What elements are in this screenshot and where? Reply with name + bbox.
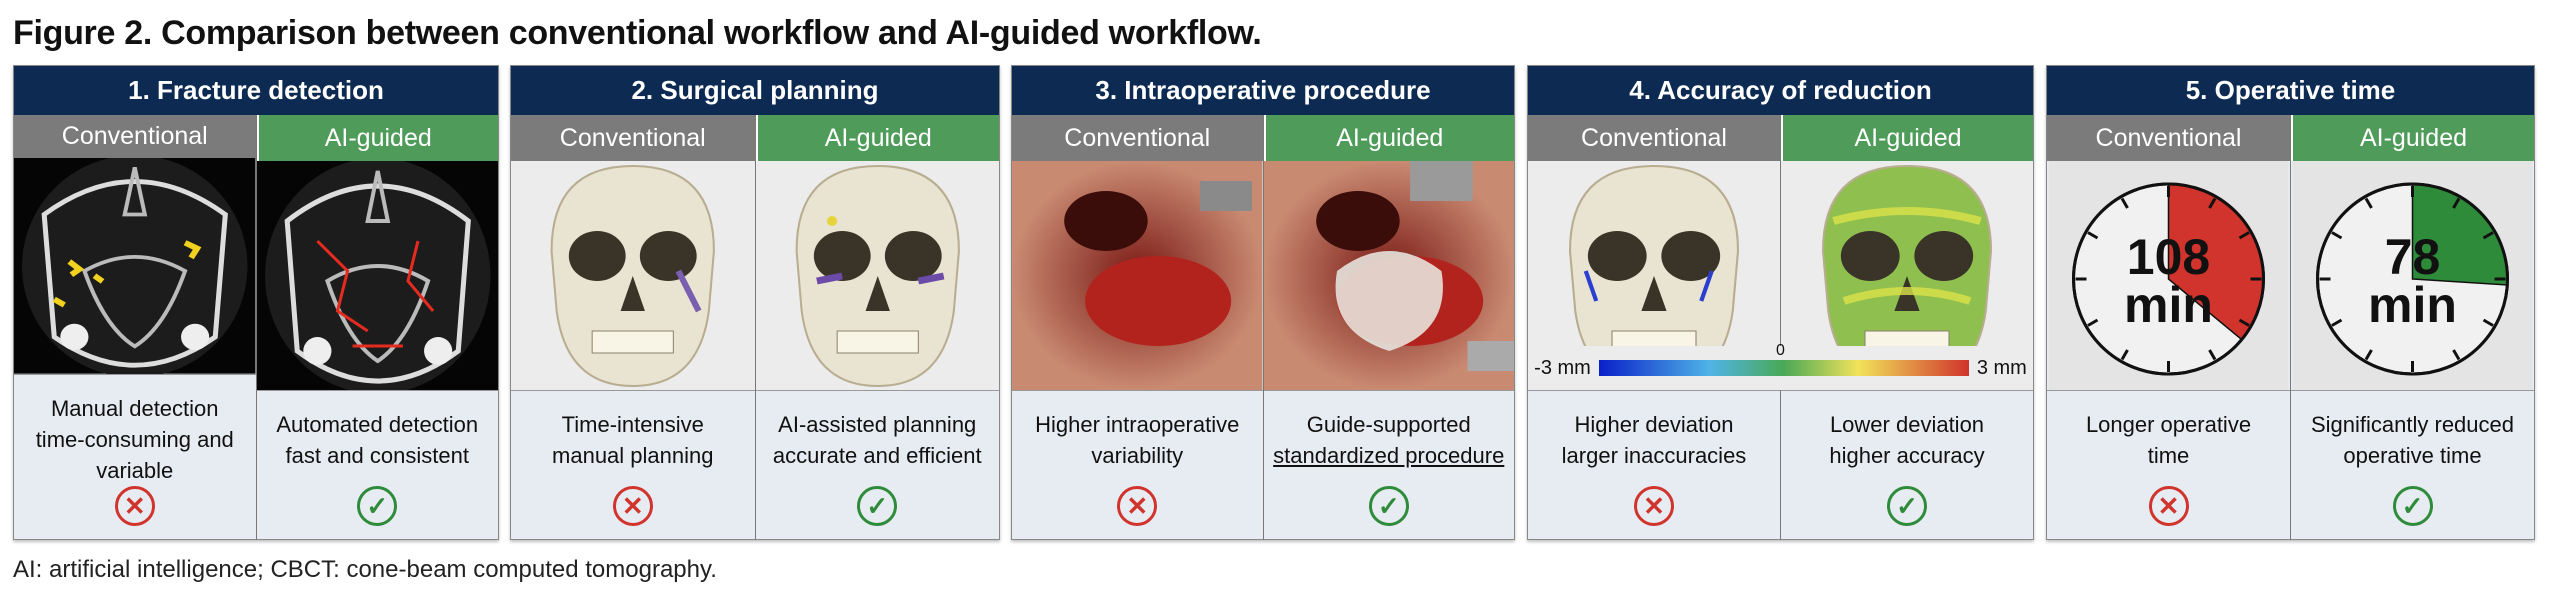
conventional-label: Conventional xyxy=(1012,115,1263,161)
check-circle-icon: ✓ xyxy=(357,486,398,526)
description-line: time-consuming and xyxy=(35,427,234,452)
conventional-label: Conventional xyxy=(511,115,755,161)
description-line: AI-assisted planning xyxy=(778,412,977,437)
description-line: Guide-supported xyxy=(1306,412,1471,437)
description-line: manual planning xyxy=(552,443,714,468)
scale-max: 3 mm xyxy=(1976,356,2027,379)
panel-title: 3. Intraoperative procedure xyxy=(1012,66,1514,115)
description-line: Longer operative xyxy=(2085,412,2252,437)
description-line: larger inaccuracies xyxy=(1561,443,1747,468)
description-line: standardized procedure xyxy=(1273,443,1505,468)
description-line: variable xyxy=(96,458,174,483)
conventional-label: Conventional xyxy=(14,115,256,159)
ai-guided-column: AI-guided AI-assisted planning accurate a… xyxy=(754,115,999,540)
conventional-column: Conventional Time-intensive manual planni… xyxy=(511,115,755,540)
ai-guided-column: AI-guided Guide-supported standardized pr… xyxy=(1262,115,1514,540)
outcome-description: Higher intraoperative variability ✕ xyxy=(1012,390,1263,540)
check-circle-icon: ✓ xyxy=(1887,486,1927,526)
check-circle-icon: ✓ xyxy=(2392,486,2433,526)
ai-guided-label: AI-guided xyxy=(1781,115,2033,161)
check-circle-icon: ✓ xyxy=(1368,486,1409,526)
outcome-description: Lower deviation higher accuracy ✓ xyxy=(1781,390,2033,540)
description-line: time xyxy=(2147,443,2190,468)
conventional-column: Conventional Manual detection time-consum… xyxy=(14,115,256,540)
cross-circle-icon: ✕ xyxy=(1117,486,1158,526)
panel-1: 1. Fracture detection Conventional Manua… xyxy=(13,65,499,540)
outcome-description: Manual detection time-consuming and variab… xyxy=(14,374,256,540)
ai-guided-label: AI-guided xyxy=(2291,115,2534,161)
conventional-illustration xyxy=(1012,161,1263,390)
figure-title: Figure 2. Comparison between conventiona… xyxy=(13,14,1262,52)
footnote: AI: artificial intelligence; CBCT: cone-… xyxy=(13,556,717,583)
panel-3: 3. Intraoperative procedure Conventional… xyxy=(1011,65,1515,540)
panel-title: 1. Fracture detection xyxy=(14,66,498,115)
check-circle-icon: ✓ xyxy=(857,486,898,526)
ai-guided-illustration xyxy=(755,161,999,390)
description-line: higher accuracy xyxy=(1829,443,1985,468)
panel-title: 2. Surgical planning xyxy=(511,66,999,115)
description-line: variability xyxy=(1091,443,1184,468)
ai-guided-column: AI-guided Automated detection fast and co… xyxy=(255,115,498,540)
ai-guided-illustration xyxy=(256,161,498,390)
conventional-illustration xyxy=(14,158,256,374)
outcome-description: Guide-supported standardized procedure ✓ xyxy=(1263,390,1514,540)
conventional-label: Conventional xyxy=(2047,115,2290,161)
description-line: fast and consistent xyxy=(285,443,469,468)
description-line: Automated detection xyxy=(276,412,479,437)
ai-guided-label: AI-guided xyxy=(755,115,999,161)
panel-4: 4. Accuracy of reduction Conventional Hi… xyxy=(1527,65,2034,540)
description-line: Higher deviation xyxy=(1574,412,1734,437)
panel-title: 5. Operative time xyxy=(2047,66,2534,115)
outcome-description: AI-assisted planning accurate and efficie… xyxy=(755,390,999,540)
ai-guided-illustration xyxy=(1263,161,1514,390)
conventional-column: Conventional Higher intraoperative variab… xyxy=(1012,115,1263,540)
conventional-label: Conventional xyxy=(1528,115,1780,161)
description-line: accurate and efficient xyxy=(772,443,982,468)
cross-circle-icon: ✕ xyxy=(612,486,653,526)
outcome-description: Automated detection fast and consistent ✓ xyxy=(256,390,498,540)
ai-guided-column: AI-guided Lower deviation higher accuracy… xyxy=(1780,115,2033,540)
outcome-description: Significantly reduced operative time ✓ xyxy=(2291,390,2534,540)
deviation-color-scale: -3 mm 3 mm 0 xyxy=(1528,342,2033,390)
conventional-column: Conventional Higher deviation larger inac… xyxy=(1528,115,1780,540)
scale-zero: 0 xyxy=(1776,342,1785,359)
panel-title: 4. Accuracy of reduction xyxy=(1528,66,2033,115)
panel-2: 2. Surgical planning Conventional Time-i… xyxy=(510,65,1000,540)
description-line: Significantly reduced xyxy=(2310,412,2514,437)
ai-guided-label: AI-guided xyxy=(1263,115,1514,161)
cross-circle-icon: ✕ xyxy=(114,486,155,526)
conventional-illustration xyxy=(511,161,755,390)
description-line: operative time xyxy=(2343,443,2482,468)
ai-guided-label: AI-guided xyxy=(256,115,498,161)
outcome-description: Time-intensive manual planning ✕ xyxy=(511,390,755,540)
scale-min: -3 mm xyxy=(1534,356,1591,379)
description-line: Higher intraoperative xyxy=(1035,412,1240,437)
cross-circle-icon: ✕ xyxy=(1634,486,1674,526)
outcome-description: Longer operative time ✕ xyxy=(2047,390,2290,540)
description-line: Time-intensive xyxy=(561,412,704,437)
description-line: Manual detection xyxy=(50,396,219,421)
cross-circle-icon: ✕ xyxy=(2148,486,2189,526)
description-line: Lower deviation xyxy=(1829,412,1985,437)
outcome-description: Higher deviation larger inaccuracies ✕ xyxy=(1528,390,1780,540)
color-gradient xyxy=(1598,360,1969,376)
